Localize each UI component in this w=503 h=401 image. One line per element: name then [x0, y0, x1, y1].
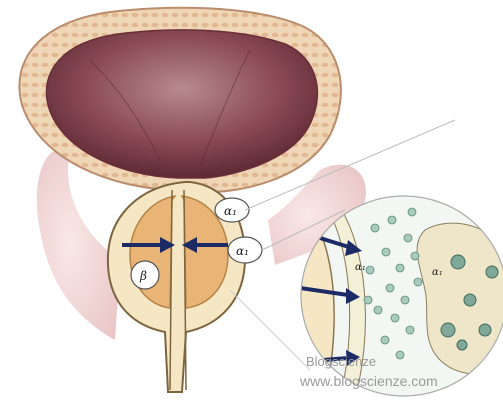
beta-receptor: β	[131, 261, 159, 289]
watermark-line2: www.blogscienze.com	[299, 373, 438, 389]
svg-text:β: β	[139, 269, 147, 283]
svg-text:α₁: α₁	[355, 262, 366, 273]
alpha-receptor-mid: α₁	[228, 237, 262, 263]
svg-text:α₁: α₁	[236, 244, 249, 258]
watermark-line1: Blogscienze	[306, 354, 376, 369]
svg-text:α₁: α₁	[224, 204, 237, 218]
svg-text:α₁: α₁	[432, 267, 443, 278]
alpha-receptor-top: α₁	[215, 198, 249, 222]
